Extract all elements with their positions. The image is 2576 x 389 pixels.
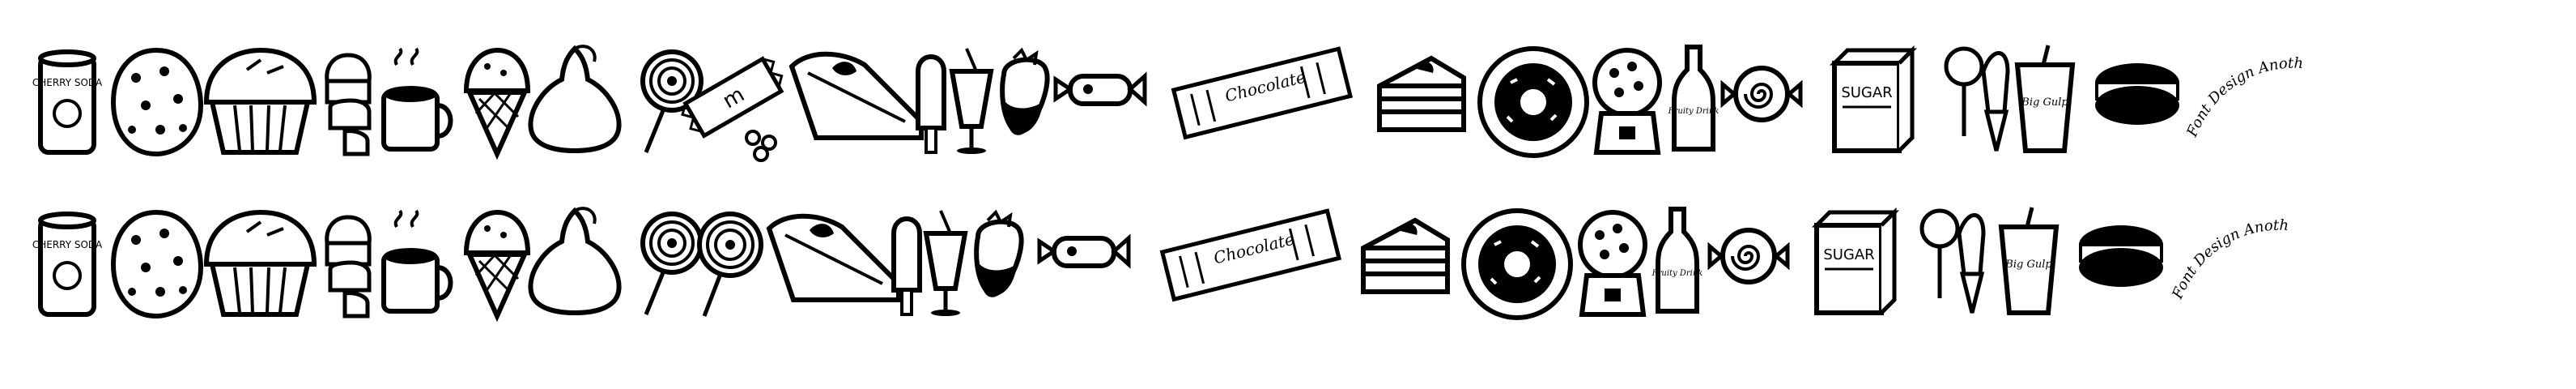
can-label: CHERRY SODA xyxy=(32,239,103,250)
lollipop-swirl-large-icon xyxy=(697,212,763,317)
muffin-icon xyxy=(203,209,317,317)
lollipop-swirl-icon xyxy=(640,212,704,315)
donut-on-plate-icon xyxy=(1477,46,1589,158)
chocolate-strawberry-icon xyxy=(974,209,1024,297)
credit-text-icon: Font Design Another Blue Vinyl free xyxy=(2183,44,2303,140)
sugar-label: SUGAR xyxy=(1841,84,1892,101)
gumball-machine-icon xyxy=(1578,210,1647,317)
big-gulp-label: Big Gulp xyxy=(2004,259,2052,271)
chocolate-chip-cookie-icon xyxy=(110,47,204,157)
swirl-candy-icon xyxy=(1707,228,1790,284)
popsicle-icon xyxy=(891,216,922,316)
sugar-box-icon: SUGAR xyxy=(1829,45,1918,153)
swirl-candy-icon xyxy=(1720,66,1803,122)
gumball-machine-icon xyxy=(1592,48,1662,155)
sandwich-cookie-icon xyxy=(2079,225,2163,287)
wrapped-candy-icon xyxy=(1053,71,1147,107)
sugar-label: SUGAR xyxy=(1823,246,1874,263)
donut-on-plate-icon xyxy=(1461,208,1573,320)
credit-label: Font Design Another Blue Vinyl free xyxy=(2169,206,2289,302)
soda-bottle-icon: Fruity Drink xyxy=(1651,207,1703,314)
glyph-row-1: CHERRY SODA xyxy=(32,44,2303,162)
hot-cocoa-mug-icon xyxy=(381,209,453,314)
layer-cake-slice-icon xyxy=(1361,217,1450,294)
lollipop-swirl-icon xyxy=(640,49,704,153)
big-gulp-cup-icon: Big Gulp xyxy=(2014,45,2076,153)
chocolate-kiss-icon xyxy=(528,45,622,154)
bottle-label: Fruity Drink xyxy=(1668,107,1719,116)
lollipop-and-cone-icon xyxy=(1919,208,1986,314)
cherry-soda-can-icon: CHERRY SODA xyxy=(32,49,103,155)
milkshake-glass-icon xyxy=(923,210,968,316)
glyph-row-2: CHERRY SODA xyxy=(32,206,2289,323)
can-label: CHERRY SODA xyxy=(32,77,103,88)
soda-bottle-icon: Fruity Drink xyxy=(1668,45,1719,152)
lollipop-and-cone-icon xyxy=(1944,46,2010,152)
muffin-icon xyxy=(203,47,317,155)
ice-cream-cone-icon xyxy=(463,209,531,323)
layer-cake-slice-icon xyxy=(1377,55,1466,132)
credit-label: Font Design Another Blue Vinyl free xyxy=(2183,44,2303,140)
sandwich-cookie-icon xyxy=(2095,63,2179,125)
bottle-label: Fruity Drink xyxy=(1651,269,1703,278)
milkshake-glass-icon xyxy=(949,48,994,154)
candy-wrapper-icon: m xyxy=(681,56,784,162)
chocolate-bonbons-icon xyxy=(325,53,372,156)
cherry-soda-can-icon: CHERRY SODA xyxy=(32,212,103,317)
sugar-box-icon: SUGAR xyxy=(1811,207,1900,315)
chocolate-chip-cookie-icon xyxy=(110,209,204,319)
credit-text-icon: Font Design Another Blue Vinyl free xyxy=(2169,206,2289,302)
chocolate-strawberry-icon xyxy=(1000,47,1050,135)
pie-slice-icon xyxy=(789,51,924,140)
ice-cream-cone-icon xyxy=(463,47,531,160)
hot-cocoa-mug-icon xyxy=(381,47,453,152)
chocolate-bar-icon: Chocolate xyxy=(1159,208,1342,302)
big-gulp-label: Big Gulp xyxy=(2021,96,2068,109)
popsicle-icon xyxy=(916,54,946,154)
big-gulp-cup-icon: Big Gulp xyxy=(1998,207,2060,315)
chocolate-bar-icon: Chocolate xyxy=(1171,46,1354,140)
chocolate-kiss-icon xyxy=(528,207,622,316)
pie-slice-icon xyxy=(766,213,901,302)
chocolate-bonbons-icon xyxy=(325,215,372,318)
wrapped-candy-icon xyxy=(1037,233,1131,269)
